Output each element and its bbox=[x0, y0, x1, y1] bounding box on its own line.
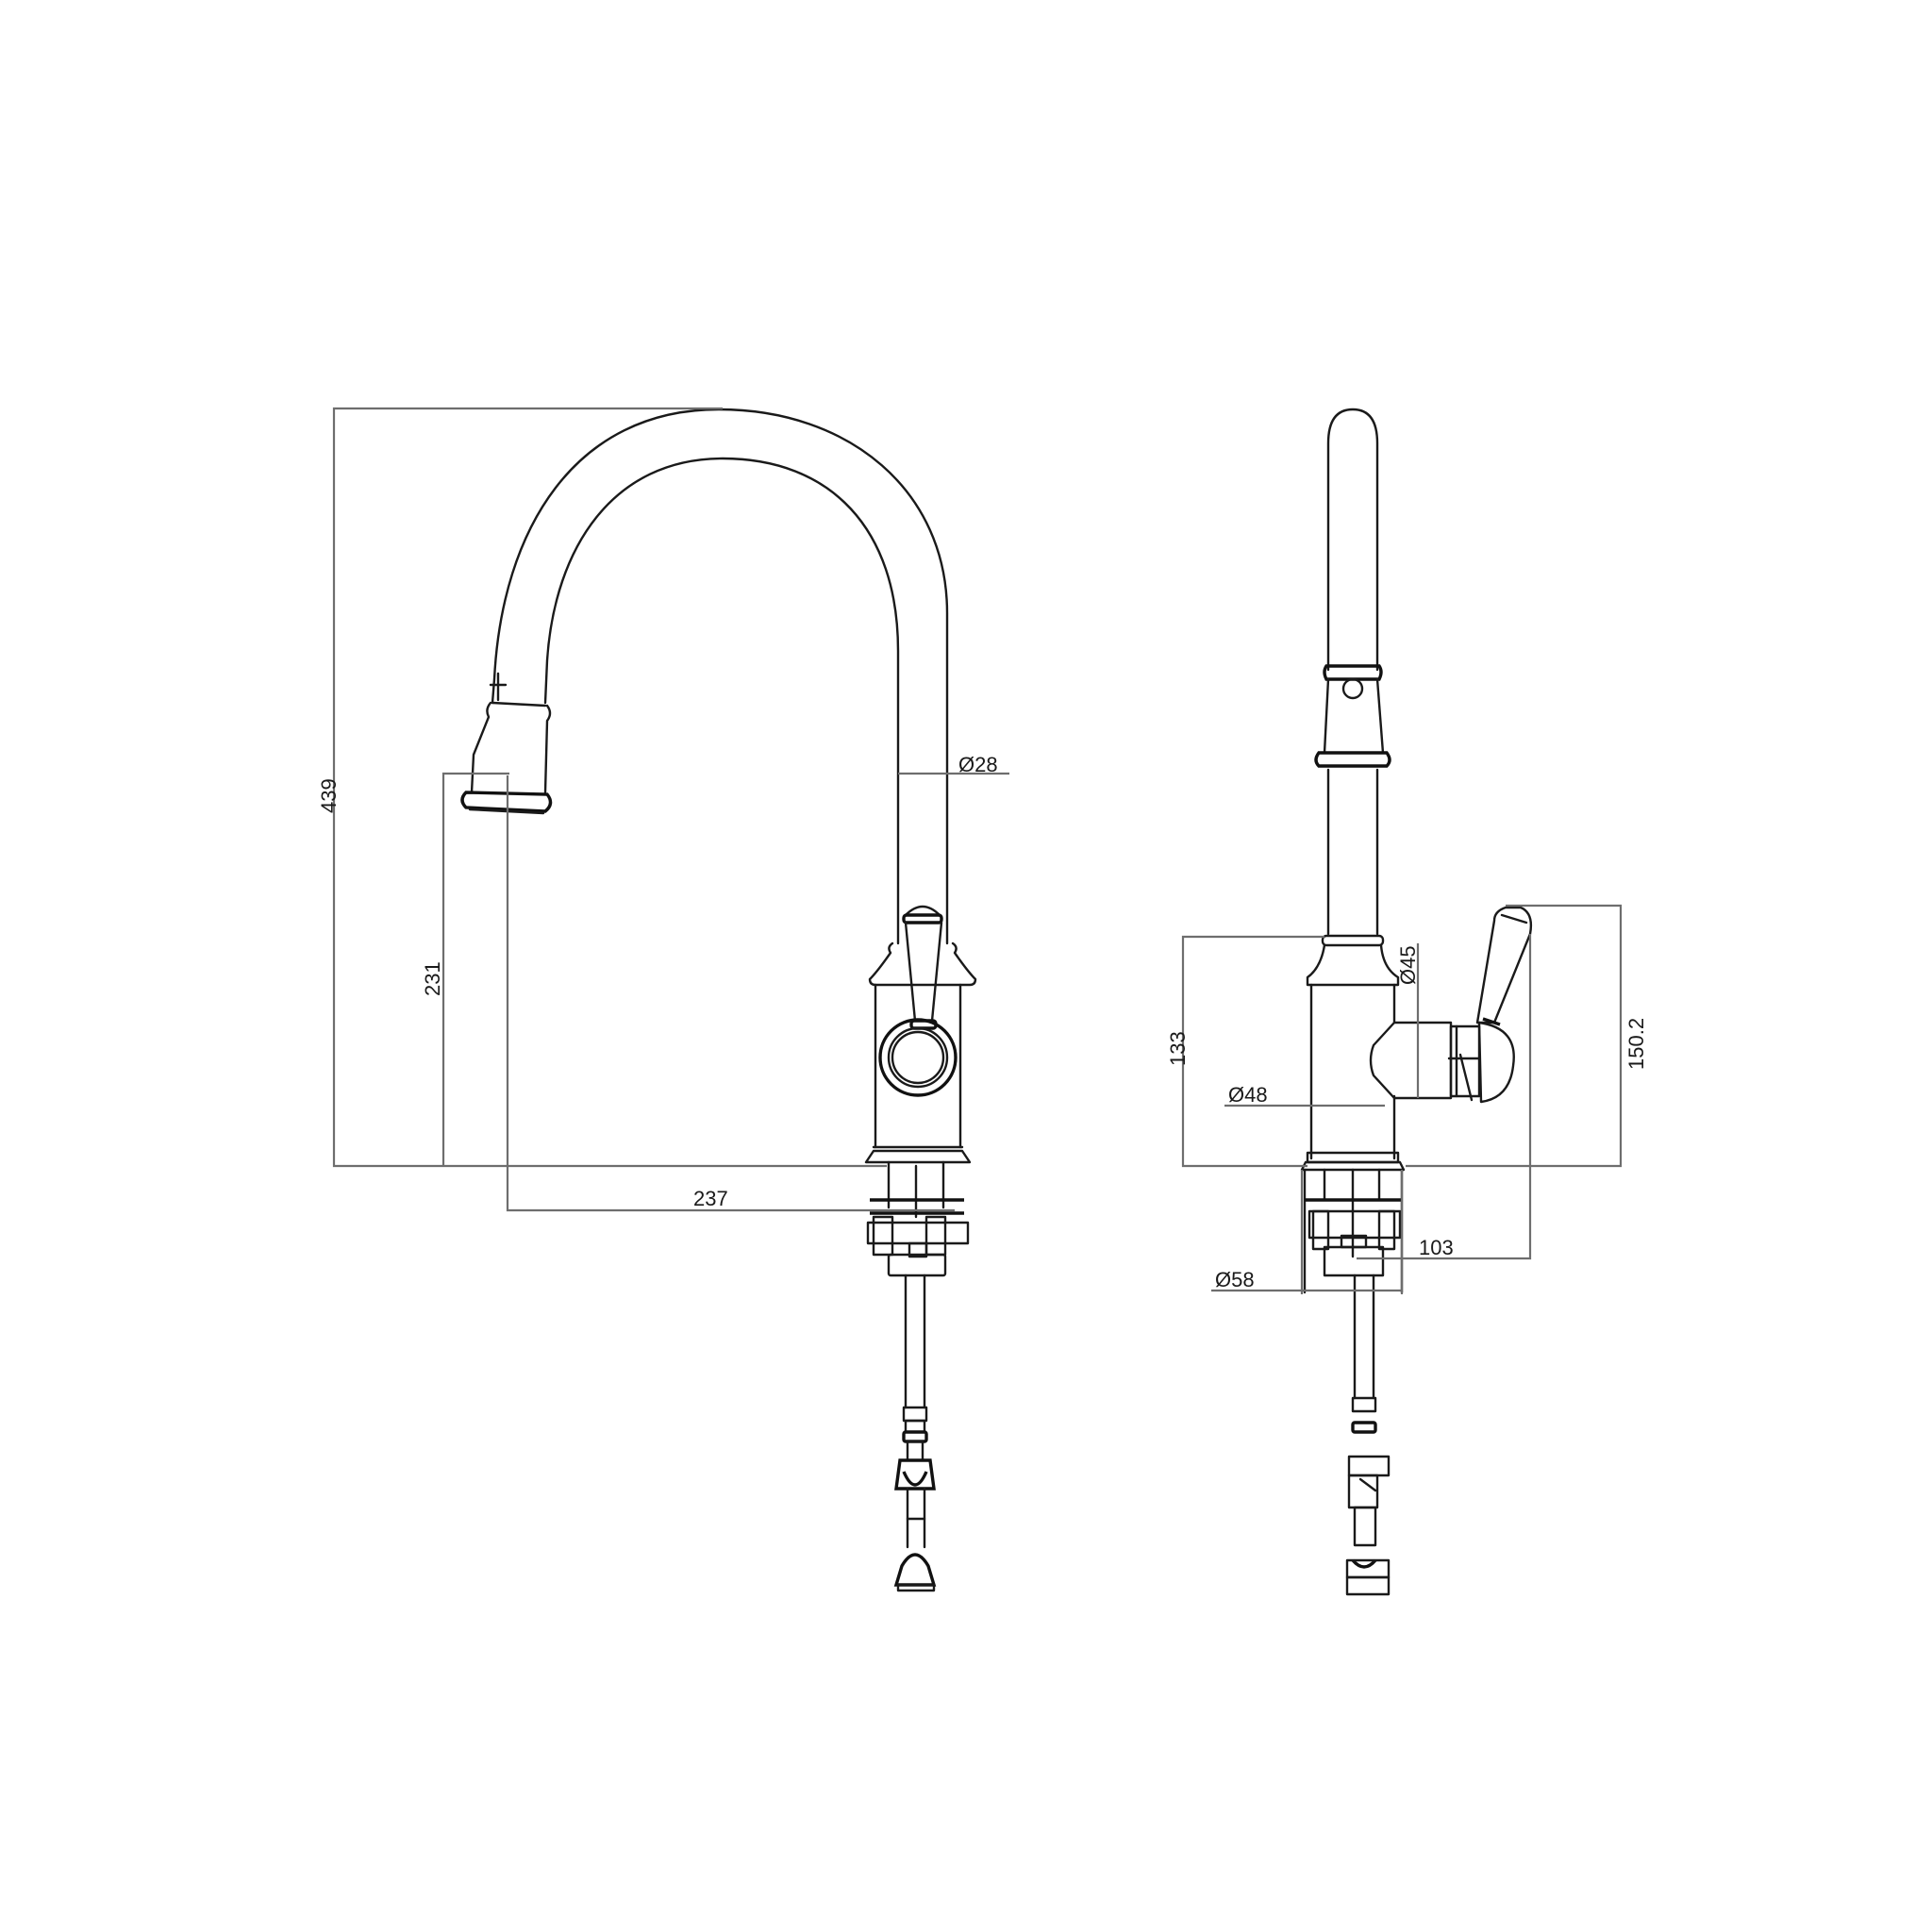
side-view: 133 Ø45 Ø48 150.2 103 Ø58 bbox=[1166, 408, 1648, 1596]
mixer-body bbox=[864, 941, 977, 1164]
lever-handle bbox=[902, 905, 943, 1030]
spray-button-icon bbox=[489, 672, 508, 702]
side-dimensions: 133 Ø45 Ø48 150.2 103 Ø58 bbox=[1166, 904, 1648, 1294]
front-dimensions: 439 231 237 Ø28 bbox=[317, 407, 1009, 1212]
lever-handle-side bbox=[1447, 906, 1533, 1104]
dim-base-diameter: Ø58 bbox=[1215, 1268, 1255, 1291]
body-side bbox=[1300, 934, 1453, 1172]
mounting-assembly-side bbox=[1303, 1168, 1404, 1294]
supply-hose bbox=[893, 1274, 937, 1592]
dim-handle-projection: 103 bbox=[1419, 1236, 1454, 1259]
dim-body-diameter: Ø48 bbox=[1228, 1083, 1268, 1107]
dim-spout-outlet-height: 231 bbox=[421, 961, 444, 996]
dim-handle-height: 150.2 bbox=[1624, 1018, 1648, 1070]
dim-spout-reach: 237 bbox=[693, 1187, 728, 1210]
dim-body-height: 133 bbox=[1166, 1031, 1190, 1066]
dim-overall-height: 439 bbox=[317, 778, 341, 813]
spout-gooseneck bbox=[491, 408, 949, 945]
mounting-assembly bbox=[866, 1160, 970, 1277]
spout-side bbox=[1314, 408, 1391, 936]
front-view: 439 231 237 Ø28 bbox=[317, 407, 1009, 1592]
dim-spout-diameter: Ø28 bbox=[958, 753, 998, 776]
supply-hose-side bbox=[1345, 1274, 1391, 1596]
spray-head bbox=[460, 672, 553, 815]
dim-collar-diameter: Ø45 bbox=[1396, 945, 1420, 985]
